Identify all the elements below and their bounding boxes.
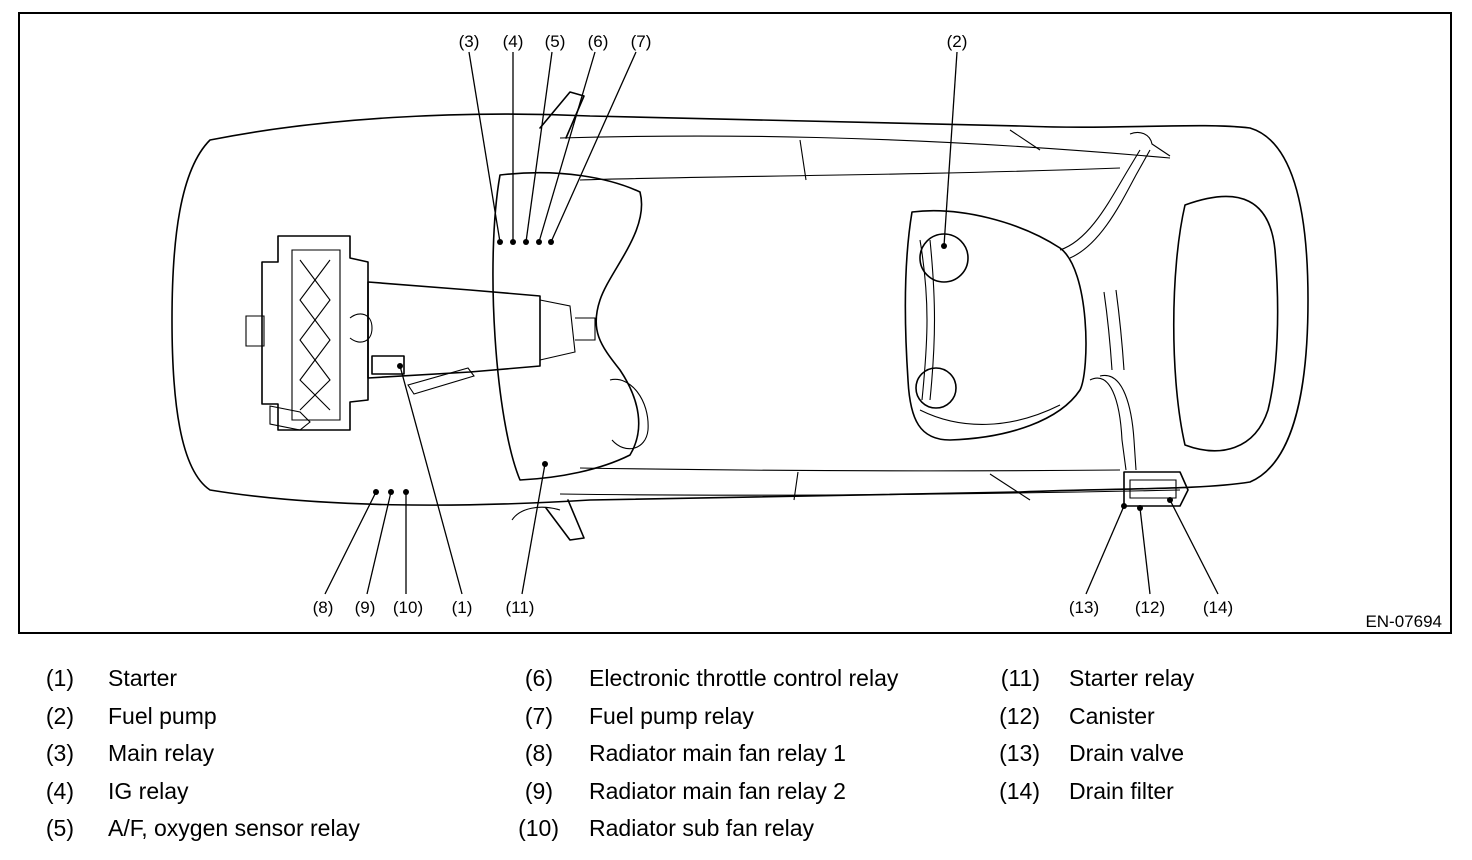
legend-number: (10) bbox=[518, 815, 559, 841]
legend-label: Electronic throttle control relay bbox=[589, 665, 899, 691]
legend-number: (7) bbox=[524, 703, 553, 729]
legend-label: Canister bbox=[1069, 703, 1155, 729]
legend-number: (12) bbox=[999, 703, 1040, 729]
engine-bay bbox=[492, 171, 649, 481]
legend-number: (2) bbox=[45, 703, 74, 729]
callout-8: (8) bbox=[313, 598, 334, 617]
leader-lines bbox=[324, 51, 1219, 595]
callout-1: (1) bbox=[452, 598, 473, 617]
fuel-tank bbox=[904, 131, 1189, 507]
legend-number: (6) bbox=[524, 665, 553, 691]
callout-7: (7) bbox=[631, 32, 652, 51]
callout-10: (10) bbox=[393, 598, 423, 617]
diagram-frame bbox=[18, 12, 1452, 634]
legend-label: Radiator sub fan relay bbox=[589, 815, 815, 841]
legend-number: (11) bbox=[1000, 665, 1040, 691]
callout-3: (3) bbox=[459, 32, 480, 51]
engine-transmission bbox=[245, 235, 596, 431]
legend-label: Drain filter bbox=[1069, 778, 1174, 804]
callout-5: (5) bbox=[545, 32, 566, 51]
legend-number: (4) bbox=[45, 778, 74, 804]
legend-label: IG relay bbox=[108, 778, 189, 804]
legend-label: Fuel pump bbox=[108, 703, 217, 729]
vehicle-component-location-diagram: (3) (4) (5) (6) (7) (2) (8) (9) (10) (1)… bbox=[171, 32, 1442, 631]
callout-14: (14) bbox=[1203, 598, 1233, 617]
callout-11: (11) bbox=[506, 598, 535, 617]
legend-label: Radiator main fan relay 2 bbox=[589, 778, 846, 804]
legend-label: Starter relay bbox=[1069, 665, 1195, 691]
legend-label: Drain valve bbox=[1069, 740, 1185, 766]
legend-label: Radiator main fan relay 1 bbox=[589, 740, 846, 766]
legend-number: (5) bbox=[45, 815, 74, 841]
legend: (1) Starter (2) Fuel pump (3) Main relay… bbox=[0, 640, 1472, 860]
callout-13: (13) bbox=[1069, 598, 1099, 617]
legend-number: (14) bbox=[999, 778, 1040, 804]
callout-9: (9) bbox=[355, 598, 376, 617]
callout-12: (12) bbox=[1135, 598, 1165, 617]
legend-label: A/F, oxygen sensor relay bbox=[108, 815, 360, 841]
legend-label: Starter bbox=[108, 665, 178, 691]
callout-labels: (3) (4) (5) (6) (7) (2) (8) (9) (10) (1)… bbox=[313, 32, 1442, 631]
callout-4: (4) bbox=[503, 32, 524, 51]
callout-2: (2) bbox=[947, 32, 968, 51]
legend-label: Main relay bbox=[108, 740, 215, 766]
legend-label: Fuel pump relay bbox=[589, 703, 754, 729]
legend-number: (13) bbox=[999, 740, 1040, 766]
legend-number: (9) bbox=[524, 778, 553, 804]
legend-number: (1) bbox=[45, 665, 74, 691]
figure-code: EN-07694 bbox=[1365, 612, 1442, 631]
car-body-outline bbox=[171, 91, 1309, 541]
legend-number: (3) bbox=[45, 740, 74, 766]
leader-dots bbox=[373, 239, 1173, 511]
legend-number: (8) bbox=[524, 740, 553, 766]
callout-6: (6) bbox=[588, 32, 609, 51]
